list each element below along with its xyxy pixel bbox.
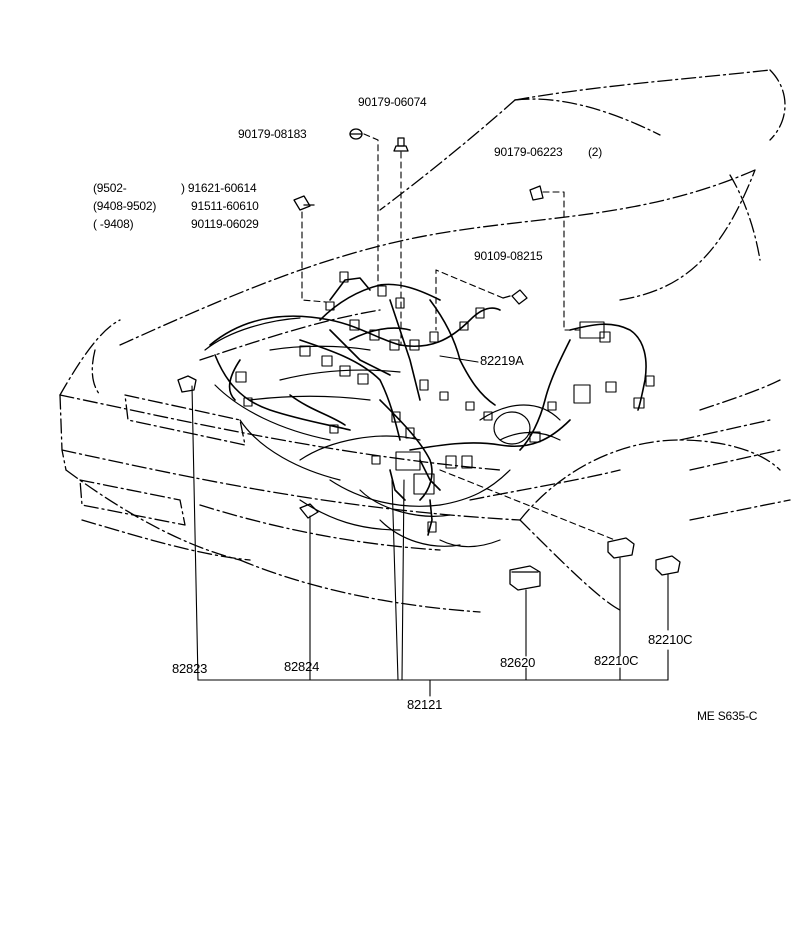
- bolt-91621-60614-icon: [293, 195, 315, 211]
- label-82823: 82823: [172, 661, 208, 676]
- label-91621-60614: ) 91621-60614: [181, 181, 257, 195]
- relay-82620-icon: [509, 565, 541, 591]
- label-90119-06029: 90119-06029: [191, 217, 259, 231]
- label-90179-06223-qty: (2): [588, 145, 603, 159]
- label-82824: 82824: [284, 659, 320, 674]
- label-date-9408: ( -9408): [93, 217, 134, 231]
- nut-90179-08183-icon: [349, 128, 363, 140]
- clamp-82823-icon: [177, 375, 197, 393]
- wire-harness: [209, 277, 647, 536]
- relay-82210C-b-icon: [655, 555, 681, 576]
- dashed-leaders: [301, 133, 616, 541]
- label-date-9408-9502: (9408-9502): [93, 199, 157, 213]
- car-body-outline: [59, 69, 791, 613]
- label-91511-60610: 91511-60610: [191, 199, 259, 213]
- clip-90179-06223-icon: [529, 185, 544, 201]
- solid-leaders: [191, 355, 669, 697]
- diagram-code: ME S635-C: [697, 709, 758, 723]
- label-82121: 82121: [407, 697, 443, 712]
- label-90179-06223: 90179-06223: [494, 145, 563, 159]
- label-date-9502: (9502-: [93, 181, 127, 195]
- label-82620: 82620: [500, 655, 536, 670]
- label-90109-08215: 90109-08215: [474, 249, 543, 263]
- clamp-82824-icon: [299, 503, 319, 519]
- label-82210C-a: 82210C: [594, 653, 639, 668]
- label-82219A: 82219A: [480, 353, 524, 368]
- label-90179-06074: 90179-06074: [358, 95, 427, 109]
- bolt-90179-06074-icon: [393, 137, 409, 152]
- connectors: [235, 271, 655, 533]
- label-90179-08183: 90179-08183: [238, 127, 307, 141]
- label-82210C-b: 82210C: [648, 632, 693, 647]
- bolt-90109-08215-icon: [502, 289, 528, 305]
- relay-82210C-a-icon: [607, 537, 635, 559]
